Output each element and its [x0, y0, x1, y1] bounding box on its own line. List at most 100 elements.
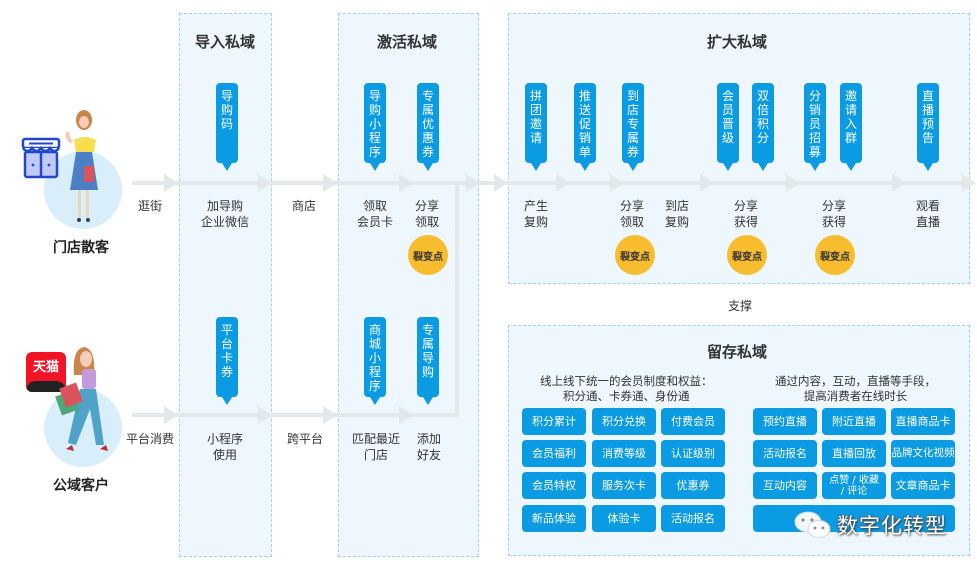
arrow-icon — [258, 174, 272, 192]
flow-connector-line — [455, 181, 459, 417]
retain-right-desc: 通过内容，互动，直播等手段， 提高消费者在线时长 — [775, 374, 936, 403]
pin-char: 程 — [368, 365, 381, 379]
retain-item-button[interactable]: 认证级别 — [661, 440, 725, 467]
step-label: 添加 好友 — [417, 432, 442, 462]
retain-item-button[interactable]: 文章商品卡 — [891, 472, 955, 499]
pin-char: 推 — [578, 89, 591, 103]
fission-badge: 裂变点 — [727, 235, 767, 275]
pin-char: 商 — [368, 323, 381, 337]
pin-char: 募 — [808, 145, 821, 159]
step-label: 分享 领取 — [620, 199, 645, 229]
pin-char: 购 — [368, 103, 381, 117]
pin-char: 分 — [808, 89, 821, 103]
retain-item-button[interactable]: 直播商品卡 — [891, 408, 955, 435]
retain-item-button[interactable]: 付费会员 — [661, 408, 725, 435]
pin-char: 城 — [368, 337, 381, 351]
pin-char: 导 — [368, 89, 381, 103]
retain-item-button[interactable]: 服务次卡 — [592, 472, 656, 499]
zone-expand-title: 扩大私域 — [707, 33, 768, 51]
pin-char: 倍 — [756, 103, 769, 117]
zone-retain-title: 留存私域 — [707, 343, 768, 361]
retain-item-button[interactable]: 积分兑换 — [592, 408, 656, 435]
pin-char: 程 — [368, 131, 381, 145]
pin-distributor-recruit: 分销员招募 — [804, 83, 826, 171]
step-label: 分享 领取 — [415, 199, 440, 229]
step-label: 领取 会员卡 — [357, 199, 394, 229]
shopper-woman-icon — [65, 110, 98, 222]
step-label: 产生 复购 — [524, 199, 549, 229]
pin-char: 级 — [721, 131, 734, 145]
retain-item-button[interactable]: 体验卡 — [592, 505, 656, 532]
arrow-icon — [258, 406, 272, 424]
retain-item-button[interactable]: 消费等级 — [592, 440, 656, 467]
arrow-icon — [399, 174, 413, 192]
tmall-badge-text: 天猫 — [32, 360, 59, 375]
pin-char: 导 — [421, 351, 434, 365]
bottom-flow-line — [132, 413, 459, 417]
pin-char: 双 — [756, 89, 769, 103]
fission-badge: 裂变点 — [615, 235, 655, 275]
pin-exclusive-guide: 专属导购 — [417, 317, 439, 405]
watermark-text: 数字化转型 — [837, 514, 947, 538]
retain-item-button[interactable]: 附近直播 — [822, 408, 886, 435]
retain-empty-button — [753, 505, 955, 532]
retain-item-button[interactable]: 积分累计 — [522, 408, 586, 435]
retain-item-button[interactable]: 预约直播 — [753, 408, 817, 435]
pin-char: 拼 — [529, 89, 542, 103]
pin-char: 购 — [421, 365, 434, 379]
fission-badge: 裂变点 — [408, 235, 448, 275]
pin-char: 序 — [368, 145, 381, 159]
pin-char: 晋 — [721, 117, 734, 131]
step-label: 观看 直播 — [916, 199, 941, 229]
pin-char: 群 — [844, 131, 857, 145]
step-label: 跨平台 — [287, 432, 324, 446]
pin-char: 销 — [578, 131, 591, 145]
retain-item-button[interactable]: 活动报名 — [753, 440, 817, 467]
pin-char: 会 — [721, 89, 734, 103]
pin-char: 属 — [421, 103, 434, 117]
pin-char: 分 — [756, 131, 769, 145]
pin-double-points: 双倍积分 — [752, 83, 774, 171]
step-label: 到店 复购 — [665, 199, 690, 229]
step-label: 分享 获得 — [822, 199, 847, 229]
arrow-icon — [962, 174, 976, 192]
fission-badge: 裂变点 — [815, 235, 855, 275]
retain-item-button[interactable]: 互动内容 — [753, 472, 817, 499]
tmall-icon: 天猫 — [26, 352, 66, 392]
pin-char: 招 — [808, 131, 821, 145]
pin-guide-miniapp: 导购小程序 — [364, 83, 386, 171]
pin-mall-miniapp: 商城小程序 — [364, 317, 386, 405]
customer-public-name: 公域客户 — [53, 478, 109, 494]
pin-invite-group: 邀请入群 — [840, 83, 862, 171]
zone-import-title: 导入私域 — [195, 33, 256, 51]
retain-item-button[interactable]: 会员特权 — [522, 472, 586, 499]
retain-item-button[interactable]: 会员福利 — [522, 440, 586, 467]
pin-platform-coupon: 平台卡券 — [216, 317, 238, 405]
pin-char: 销 — [808, 103, 821, 117]
pin-char: 码 — [220, 117, 233, 131]
support-label: 支撑 — [728, 299, 753, 313]
pin-char: 店 — [626, 103, 639, 117]
arrow-icon — [892, 174, 906, 192]
pin-char: 属 — [421, 337, 434, 351]
pin-char: 团 — [529, 103, 542, 117]
pin-char: 播 — [921, 103, 934, 117]
pin-char: 邀 — [844, 89, 857, 103]
retain-item-button[interactable]: 新品体验 — [522, 505, 586, 532]
pin-char: 单 — [578, 145, 591, 159]
step-label: 平台消费 — [126, 432, 175, 446]
retain-item-button[interactable]: 点赞 / 收藏 / 评论 — [822, 472, 886, 499]
retain-item-button[interactable]: 优惠券 — [661, 472, 725, 499]
step-label: 分享 获得 — [734, 199, 759, 229]
retain-left-desc: 线上线下统一的会员制度和权益： 积分通、卡券通、身份通 — [540, 374, 713, 403]
zone-activate-title: 激活私域 — [377, 33, 438, 51]
arrow-icon — [610, 174, 624, 192]
retain-item-button[interactable]: 活动报名 — [661, 505, 725, 532]
retain-item-button[interactable]: 直播回放 — [822, 440, 886, 467]
retain-item-button[interactable]: 品牌文化视频 — [891, 440, 955, 467]
pin-char: 预 — [921, 117, 934, 131]
arrow-icon — [164, 174, 178, 192]
store-icon — [21, 137, 61, 179]
pin-char: 积 — [756, 117, 769, 131]
pin-char: 促 — [578, 117, 591, 131]
